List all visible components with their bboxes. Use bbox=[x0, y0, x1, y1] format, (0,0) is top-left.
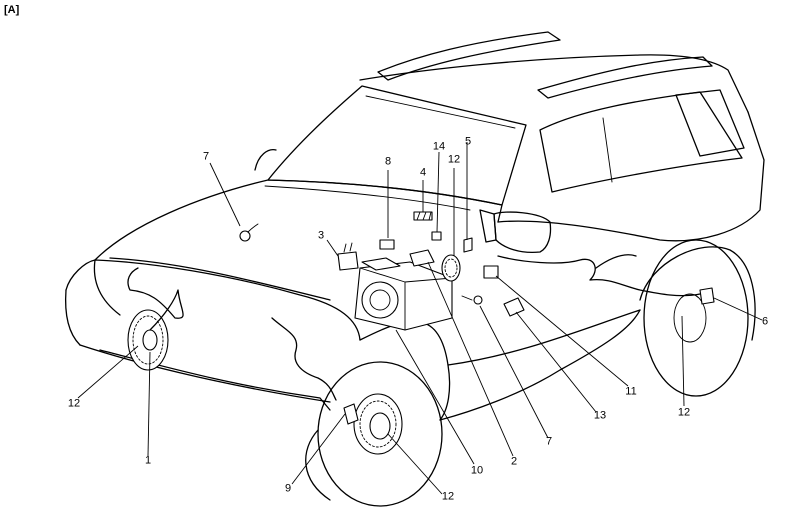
callout-6: 6 bbox=[761, 315, 769, 328]
rear-sensor bbox=[699, 287, 715, 305]
callout-12-front-left: 12 bbox=[67, 397, 81, 410]
left-ground-point bbox=[239, 230, 251, 242]
callout-5: 5 bbox=[464, 135, 472, 148]
front-right-sensor-ring bbox=[353, 393, 403, 455]
abs-components bbox=[127, 211, 715, 455]
pressure-switch bbox=[503, 297, 525, 317]
hydraulic-unit bbox=[354, 257, 453, 331]
brake-switch bbox=[463, 237, 473, 253]
callout-12-center: 12 bbox=[447, 153, 461, 166]
front-right-sensor-harness bbox=[271, 317, 337, 401]
callout-12-front-right: 12 bbox=[441, 490, 455, 503]
callout-10: 10 bbox=[470, 464, 484, 477]
relay-box bbox=[337, 242, 359, 271]
g-sensor bbox=[409, 249, 435, 267]
callout-9: 9 bbox=[284, 482, 292, 495]
front-left-sensor-ring bbox=[127, 309, 169, 371]
callout-12-rear: 12 bbox=[677, 406, 691, 419]
callout-2: 2 bbox=[510, 455, 518, 468]
callout-1: 1 bbox=[144, 454, 152, 467]
callout-13: 13 bbox=[593, 409, 607, 422]
figure-tag: [A] bbox=[4, 4, 20, 16]
vehicle-body bbox=[64, 31, 765, 507]
callout-14: 14 bbox=[432, 140, 446, 153]
callout-11: 11 bbox=[625, 385, 637, 398]
front-right-sensor bbox=[343, 403, 359, 425]
rear-harness bbox=[497, 255, 701, 297]
front-left-sensor-harness bbox=[127, 267, 184, 331]
callout-7-right: 7 bbox=[545, 435, 553, 448]
callout-7-left: 7 bbox=[202, 150, 210, 163]
abs-warning-relay bbox=[483, 265, 499, 279]
callout-4: 4 bbox=[419, 166, 427, 179]
callout-3: 3 bbox=[317, 229, 325, 242]
leader-lines bbox=[77, 142, 763, 495]
callout-8: 8 bbox=[384, 155, 392, 168]
diagnostic-connector bbox=[431, 231, 442, 241]
control-module bbox=[379, 239, 395, 250]
right-ground-point bbox=[473, 295, 483, 305]
